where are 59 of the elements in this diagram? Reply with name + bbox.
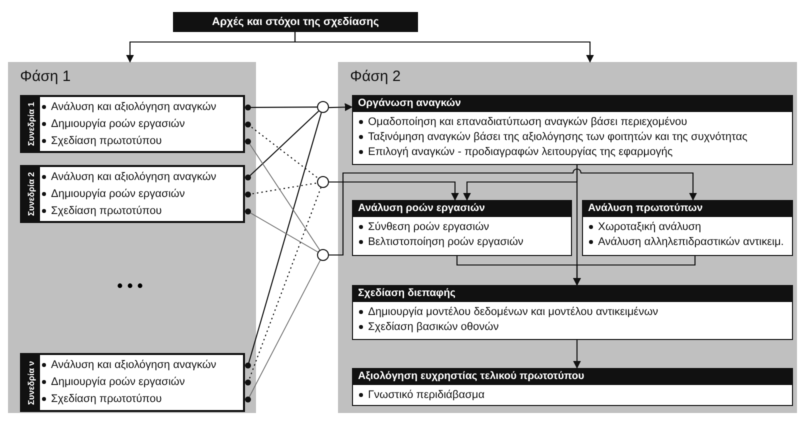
session-box — [20, 95, 245, 153]
ellipsis-text: • • • — [117, 278, 143, 296]
bullet-item: Χωροταξική ανάλυση — [587, 220, 702, 235]
activity-title: Ανάλυση ροών εργασιών — [353, 201, 571, 217]
list-item: Σχεδίαση πρωτοτύπου — [40, 203, 253, 220]
dot-connector — [245, 104, 317, 110]
junction-circle — [317, 249, 329, 261]
phase-title: Φάση 2 — [350, 68, 401, 85]
bullet-item: Ανάλυση αλληλεπιδραστικών αντικειμ. — [587, 235, 784, 250]
session-box — [20, 353, 245, 412]
session-box — [20, 165, 245, 223]
bullet-item: Βελτιστοποίηση ροών εργασιών — [357, 235, 524, 250]
arrow — [573, 256, 696, 286]
activity-box — [352, 95, 793, 165]
list-item: Ανάλυση και αξιολόγηση αναγκών — [40, 169, 253, 186]
phase-panel — [338, 62, 797, 413]
list-item: Ανάλυση και αξιολόγηση αναγκών — [40, 357, 253, 374]
phase-panel — [8, 62, 256, 413]
activity-title: Οργάνωση αναγκών — [353, 96, 792, 112]
dot-connector — [245, 138, 320, 250]
activity-box — [352, 285, 793, 340]
activity-box — [352, 368, 793, 406]
dot-connector — [245, 112, 322, 368]
list-item: Δημιουργία ροών εργασιών — [40, 374, 253, 391]
dot-connector — [245, 208, 318, 252]
session-label: Συνεδρία ν — [26, 360, 36, 404]
bullet-item: Δημιουργία μοντέλου δεδομένων και μοντέλου αντικειμένων — [357, 305, 658, 320]
list-item: Ανάλυση και αξιολόγηση αναγκών — [40, 99, 253, 116]
bullet-item: Σχεδίαση βασικών οθονών — [357, 320, 499, 335]
list-item: Σχεδίαση πρωτοτύπου — [40, 133, 253, 150]
arrow — [329, 168, 697, 256]
dot-connector — [245, 260, 321, 402]
arrow — [328, 103, 353, 112]
activity-box — [582, 200, 793, 256]
list-item: Δημιουργία ροών εργασιών — [40, 186, 253, 203]
junction-circle — [317, 101, 329, 113]
session-label: Συνεδρία 2 — [26, 172, 36, 216]
activity-title: Σχεδίαση διεπαφής — [353, 286, 792, 302]
bullet-item: Σύνθεση ροών εργασιών — [357, 220, 490, 235]
session-label: Συνεδρία 1 — [26, 102, 36, 146]
activity-title: Αξιολόγηση ευχρηστίας τελικού πρωτοτύπου — [353, 369, 792, 385]
activity-box — [352, 200, 572, 256]
dot-connector — [245, 182, 318, 198]
dot-connector — [245, 187, 322, 386]
arrow — [329, 181, 459, 201]
activity-title: Ανάλυση πρωτοτύπων — [583, 201, 792, 217]
dot-connector — [245, 122, 319, 179]
heading-box: Αρχές και στόχοι της σχεδίασης — [173, 12, 418, 32]
bullet-item: Επιλογή αναγκών - προδιαγραφών λειτουργίας της εφαρμογής — [357, 145, 673, 160]
arrow — [573, 340, 581, 369]
list-item: Σχεδίαση πρωτοτύπου — [40, 391, 253, 408]
phase-title: Φάση 1 — [20, 68, 71, 85]
bullet-item: Ταξινόμηση αναγκών βάσει της αξιολόγησης των φοιτητών και της συχνότητας — [357, 130, 748, 145]
junction-circle — [317, 176, 329, 188]
list-item: Δημιουργία ροών εργασιών — [40, 116, 253, 133]
dot-connector — [245, 110, 319, 180]
bullet-item: Ομαδοποίηση και επαναδιατύπωση αναγκών βάσει περιεχομένου — [357, 115, 688, 130]
arrow — [294, 32, 594, 63]
bullet-item: Γνωστικό περιδιάβασμα — [357, 388, 485, 403]
